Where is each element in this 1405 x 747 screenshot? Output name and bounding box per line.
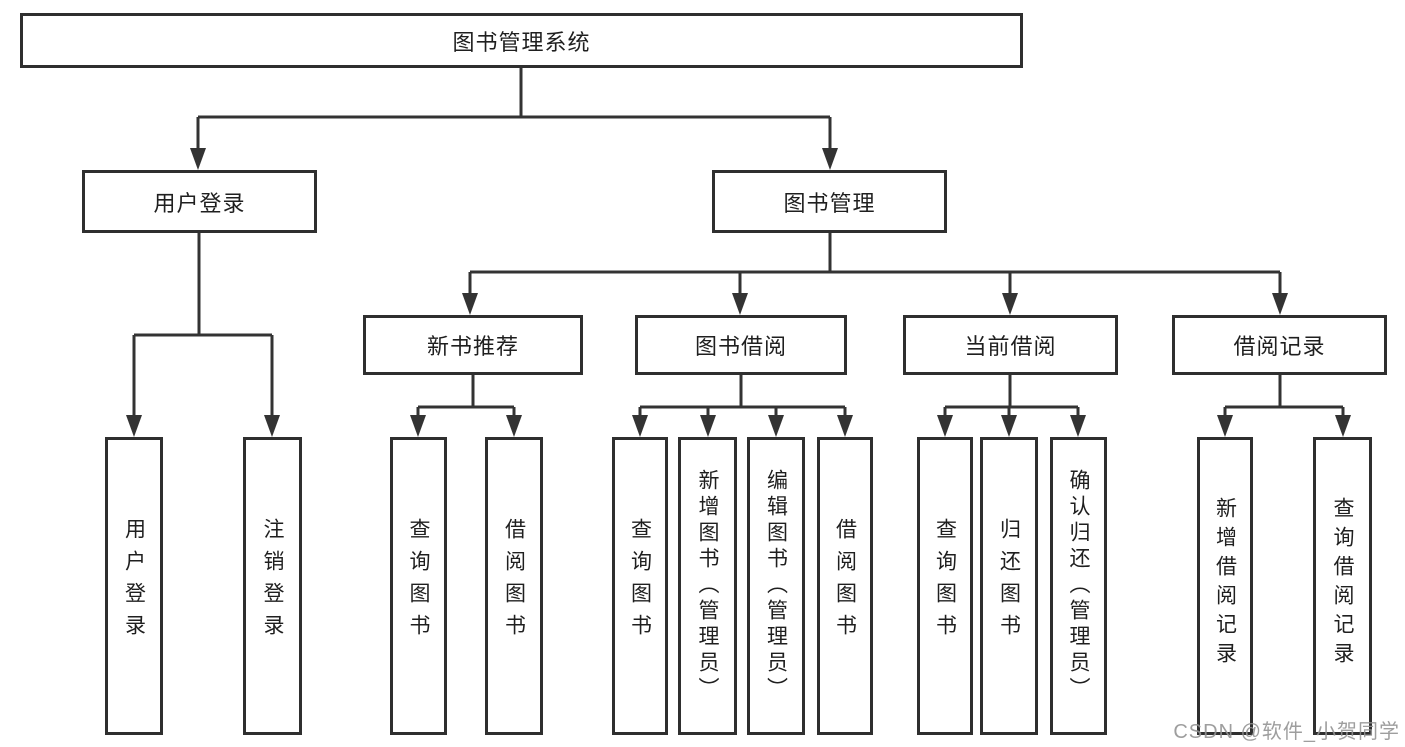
diagram-leaf-search-book-2: 查询图书 (612, 437, 668, 735)
node-label: 查询图书 (407, 518, 430, 646)
node-label: 新增借阅记录 (1213, 497, 1237, 671)
diagram-leaf-logout: 注销登录 (243, 437, 302, 735)
diagram-leaf-search-borrow-record: 查询借阅记录 (1313, 437, 1372, 735)
diagram-leaf-add-borrow-record: 新增借阅记录 (1197, 437, 1253, 735)
arrowhead-icons (126, 148, 1351, 437)
node-label: 当前借阅 (964, 334, 1057, 359)
node-label: 图书管理 (783, 190, 876, 216)
node-label: 借阅图书 (833, 518, 857, 646)
diagram-leaf-user-login: 用户登录 (105, 437, 163, 735)
diagram-leaf-borrow-book-2: 借阅图书 (817, 437, 873, 735)
diagram-node-user-login: 用户登录 (82, 170, 317, 233)
node-label: 新增图书（管理员） (696, 469, 719, 703)
node-label: 借阅图书 (502, 518, 526, 646)
node-label: 用户登录 (153, 190, 246, 216)
node-label: 归还图书 (997, 518, 1021, 646)
diagram-leaf-edit-book-admin: 编辑图书（管理员） (747, 437, 805, 735)
node-label: 查询图书 (628, 518, 652, 646)
diagram-leaf-return-book: 归还图书 (980, 437, 1038, 735)
diagram-leaf-add-book-admin: 新增图书（管理员） (678, 437, 737, 735)
node-label: 编辑图书（管理员） (764, 469, 788, 703)
diagram-node-current-borrow: 当前借阅 (903, 315, 1118, 375)
node-label: 新书推荐 (426, 334, 519, 359)
csdn-watermark: CSDN @软件_小贺同学 (1173, 721, 1400, 743)
node-label: 查询借阅记录 (1331, 497, 1354, 671)
diagram-leaf-search-book-1: 查询图书 (390, 437, 447, 735)
node-label: 借阅记录 (1233, 334, 1326, 359)
diagram-leaf-search-book-3: 查询图书 (917, 437, 973, 735)
diagram-leaf-borrow-book-1: 借阅图书 (485, 437, 543, 735)
node-label: 图书借阅 (694, 334, 787, 359)
diagram-node-root: 图书管理系统 (20, 13, 1023, 68)
diagram-node-book-management: 图书管理 (712, 170, 947, 233)
node-label: 查询图书 (933, 518, 957, 646)
node-label: 用户登录 (122, 518, 146, 646)
node-label: 确认归还（管理员） (1067, 469, 1090, 703)
diagram-node-new-book-recommend: 新书推荐 (363, 315, 583, 375)
diagram-node-borrow-record: 借阅记录 (1172, 315, 1387, 375)
diagram-leaf-confirm-return-admin: 确认归还（管理员） (1050, 437, 1107, 735)
diagram-node-book-borrow: 图书借阅 (635, 315, 847, 375)
node-label: 注销登录 (261, 518, 284, 646)
node-label: 图书管理系统 (452, 29, 591, 55)
